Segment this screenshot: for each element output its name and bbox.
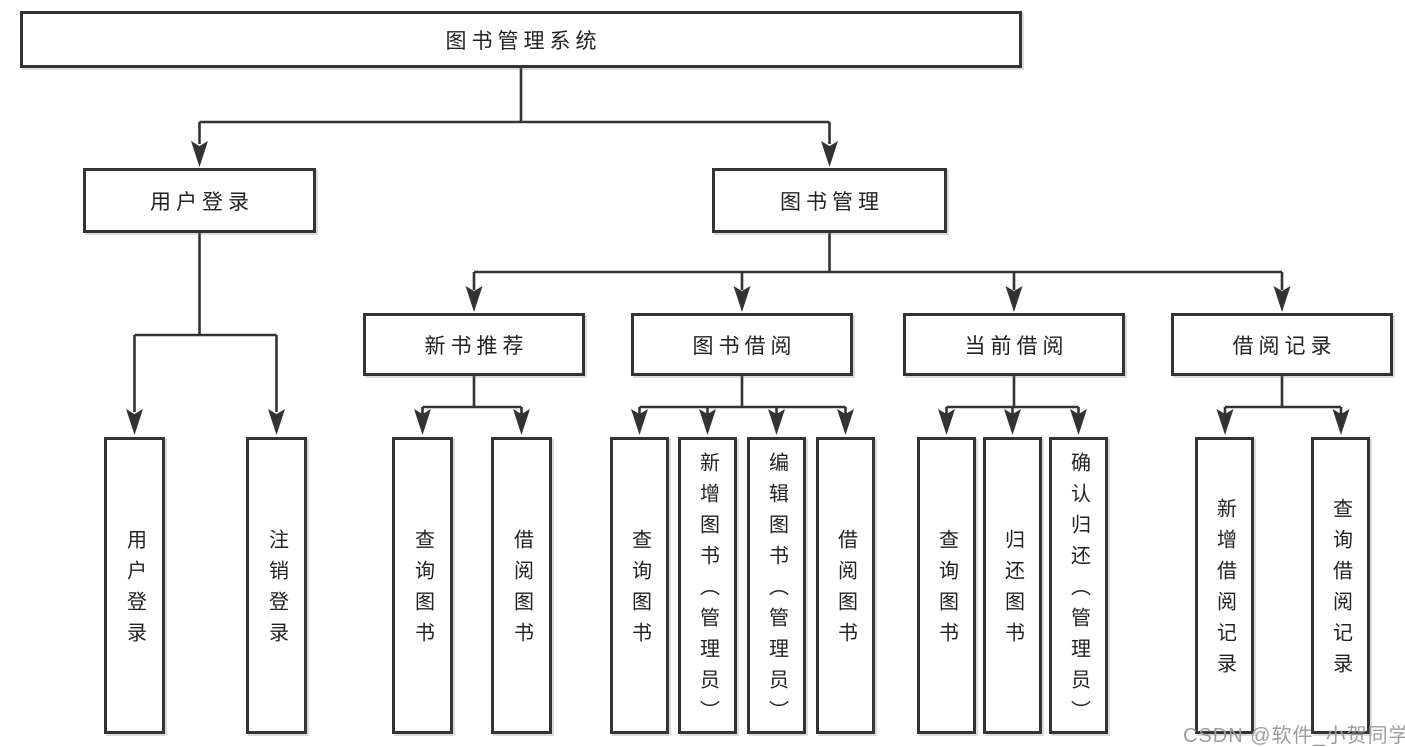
leaf-query-books-current: 查询图书 (917, 437, 976, 734)
watermark: CSDN @软件_小贺同学 (1183, 725, 1405, 747)
leaf-query-books-borrow: 查询图书 (610, 437, 669, 734)
node-label: 编辑图书（管理员） (765, 451, 788, 731)
node-label: 归还图书 (1001, 529, 1024, 653)
leaf-confirm-return-admin: 确认归还（管理员） (1049, 437, 1108, 734)
node-label: 图书借阅 (692, 334, 797, 358)
node-label: 图书管理 (780, 190, 884, 214)
node-book-borrow: 图书借阅 (631, 313, 853, 376)
arrowhead-icon (414, 409, 431, 435)
node-borrow-records: 借阅记录 (1171, 313, 1393, 376)
node-label: 借阅图书 (510, 529, 533, 653)
arrowhead-icon (191, 141, 208, 167)
node-label: 注销登录 (265, 529, 288, 653)
node-label: 查询图书 (628, 529, 651, 653)
connector-path (133, 68, 1343, 414)
leaf-add-borrow-record: 新增借阅记录 (1195, 437, 1254, 734)
leaf-borrow-books: 借阅图书 (816, 437, 875, 734)
leaf-return-book: 归还图书 (983, 437, 1042, 734)
node-book-management: 图书管理 (712, 168, 947, 233)
arrowhead-icon (768, 409, 785, 435)
leaf-add-book-admin: 新增图书（管理员） (678, 437, 737, 734)
node-user-login-branch: 用户登录 (83, 168, 316, 233)
arrowhead-icon (1005, 286, 1023, 312)
leaf-query-books-recommend: 查询图书 (392, 437, 453, 734)
node-label: 借阅图书 (834, 529, 857, 653)
node-label: 新书推荐 (424, 334, 529, 358)
leaf-query-borrow-record: 查询借阅记录 (1311, 437, 1370, 734)
node-label: 查询图书 (411, 529, 434, 653)
arrowhead-icon (1070, 409, 1087, 435)
node-label: 用户登录 (150, 190, 254, 214)
arrowhead-icon (513, 409, 530, 435)
node-label: 确认归还（管理员） (1067, 451, 1090, 731)
arrowhead-icon (1332, 409, 1350, 435)
arrowhead-icon (631, 409, 648, 435)
node-label: 新增借阅记录 (1213, 498, 1236, 684)
node-label: 借阅记录 (1232, 334, 1337, 358)
node-new-book-recommend: 新书推荐 (363, 313, 585, 376)
leaf-edit-book-admin: 编辑图书（管理员） (747, 437, 806, 734)
arrowhead-icon (268, 409, 285, 435)
node-label: 查询借阅记录 (1329, 498, 1352, 684)
arrowhead-icon (1273, 286, 1291, 312)
node-label: 图书管理系统 (445, 29, 602, 53)
leaf-borrow-books-recommend: 借阅图书 (491, 437, 552, 734)
leaf-logout: 注销登录 (246, 437, 307, 734)
arrowhead-icon (1216, 409, 1234, 435)
node-label: 查询图书 (935, 529, 958, 653)
arrowhead-icon (699, 409, 716, 435)
arrowhead-icon (733, 286, 751, 312)
node-label: 当前借阅 (964, 334, 1069, 358)
node-current-borrow: 当前借阅 (903, 313, 1125, 376)
arrowhead-icon (465, 286, 483, 312)
node-label: 新增图书（管理员） (696, 451, 719, 731)
leaf-user-login: 用户登录 (104, 437, 165, 734)
arrowhead-icon (821, 141, 838, 167)
arrowhead-icon (938, 409, 955, 435)
arrowhead-icon (837, 409, 854, 435)
node-root: 图书管理系统 (20, 11, 1022, 68)
node-label: 用户登录 (123, 529, 146, 653)
arrowhead-icon (1004, 409, 1021, 435)
arrowhead-icon (126, 409, 143, 435)
